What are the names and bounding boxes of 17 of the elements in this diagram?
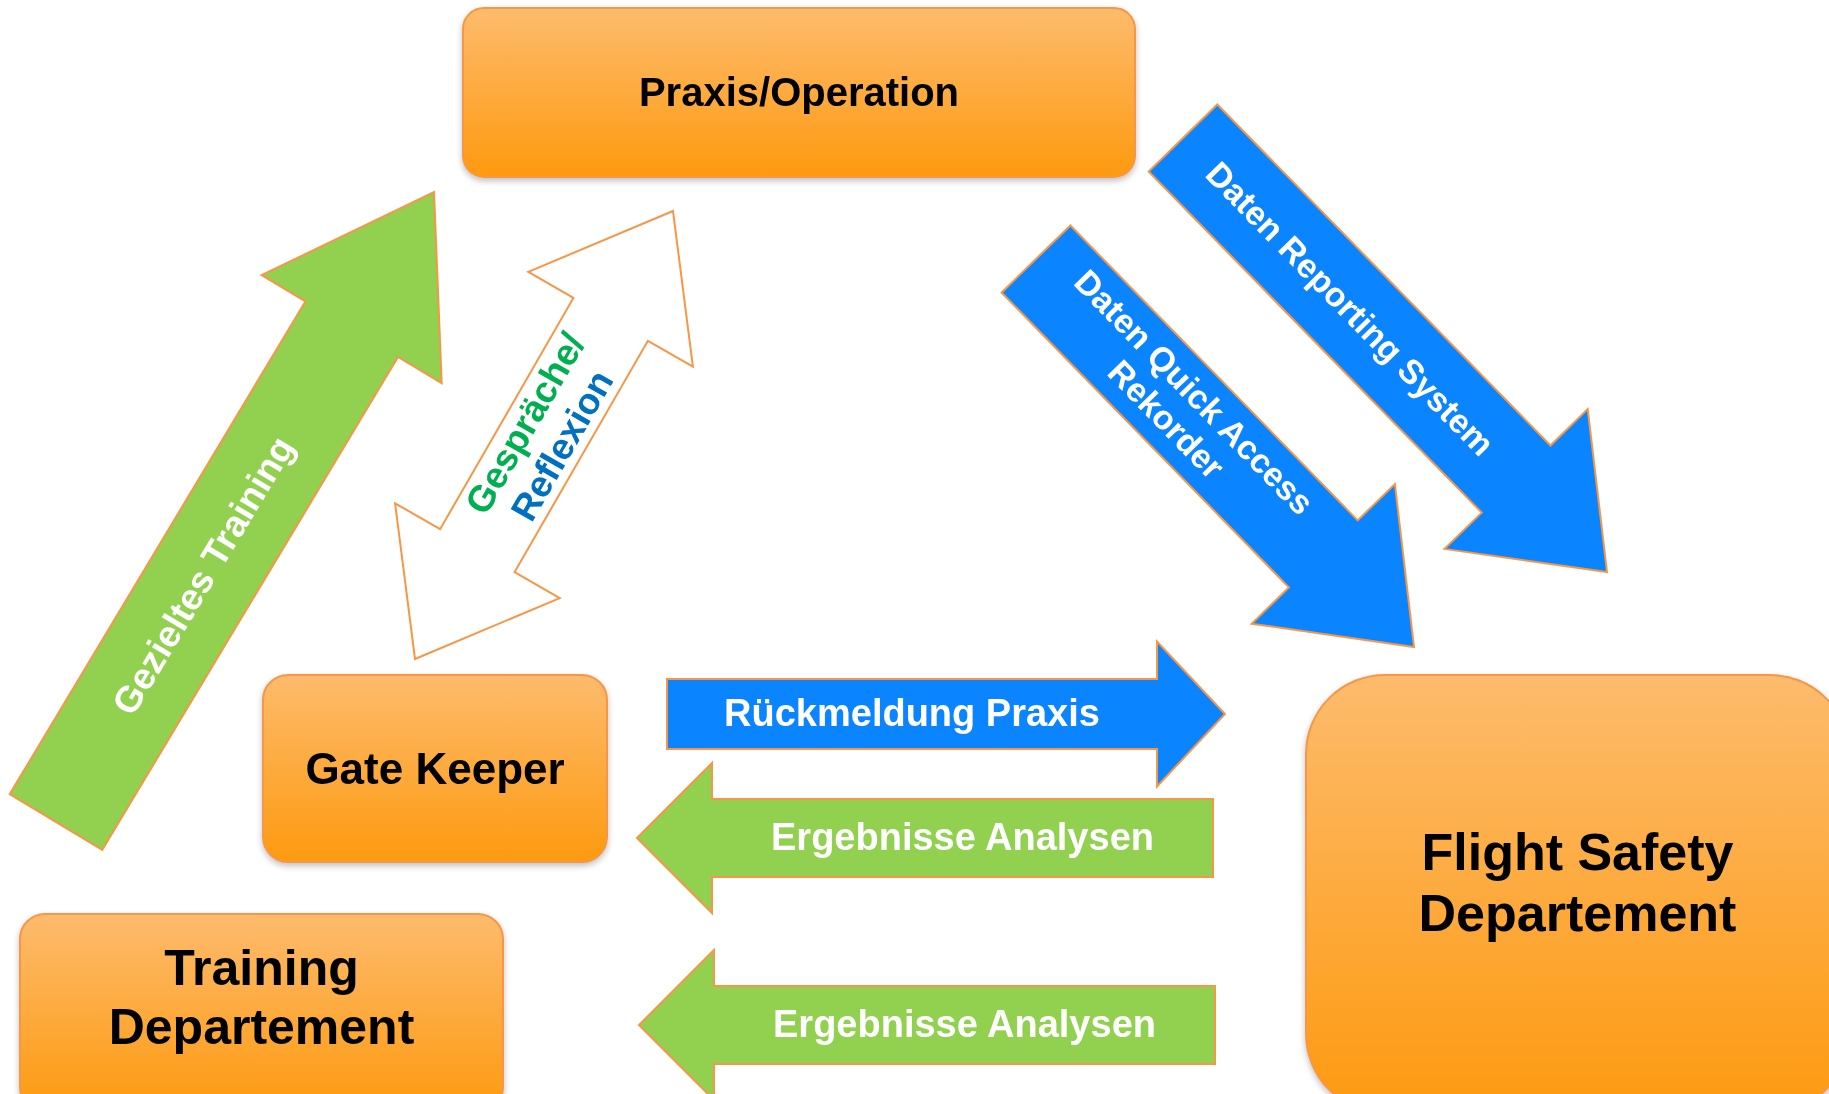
- process-box: [262, 674, 608, 863]
- process-box: [19, 913, 504, 1094]
- block-arrow: [393, 209, 695, 661]
- block-arrow: [666, 638, 1227, 790]
- process-box: [1305, 674, 1829, 1094]
- box-label: Flight Safety Departement: [1417, 822, 1738, 945]
- block-arrow: [8, 190, 443, 852]
- edge-label: Ergebnisse Analysen: [770, 816, 1155, 860]
- box-label: Gate Keeper: [304, 742, 566, 795]
- block-arrow: [637, 947, 1216, 1094]
- box-label: Praxis/Operation: [637, 68, 961, 116]
- block-arrow: [635, 760, 1214, 916]
- edge-label: Ergebnisse Analysen: [772, 1003, 1157, 1047]
- box-label: Training Departement: [107, 939, 416, 1057]
- block-arrow: [1147, 103, 1609, 574]
- process-box: [462, 7, 1136, 178]
- edge-label: Rückmeldung Praxis: [723, 692, 1101, 736]
